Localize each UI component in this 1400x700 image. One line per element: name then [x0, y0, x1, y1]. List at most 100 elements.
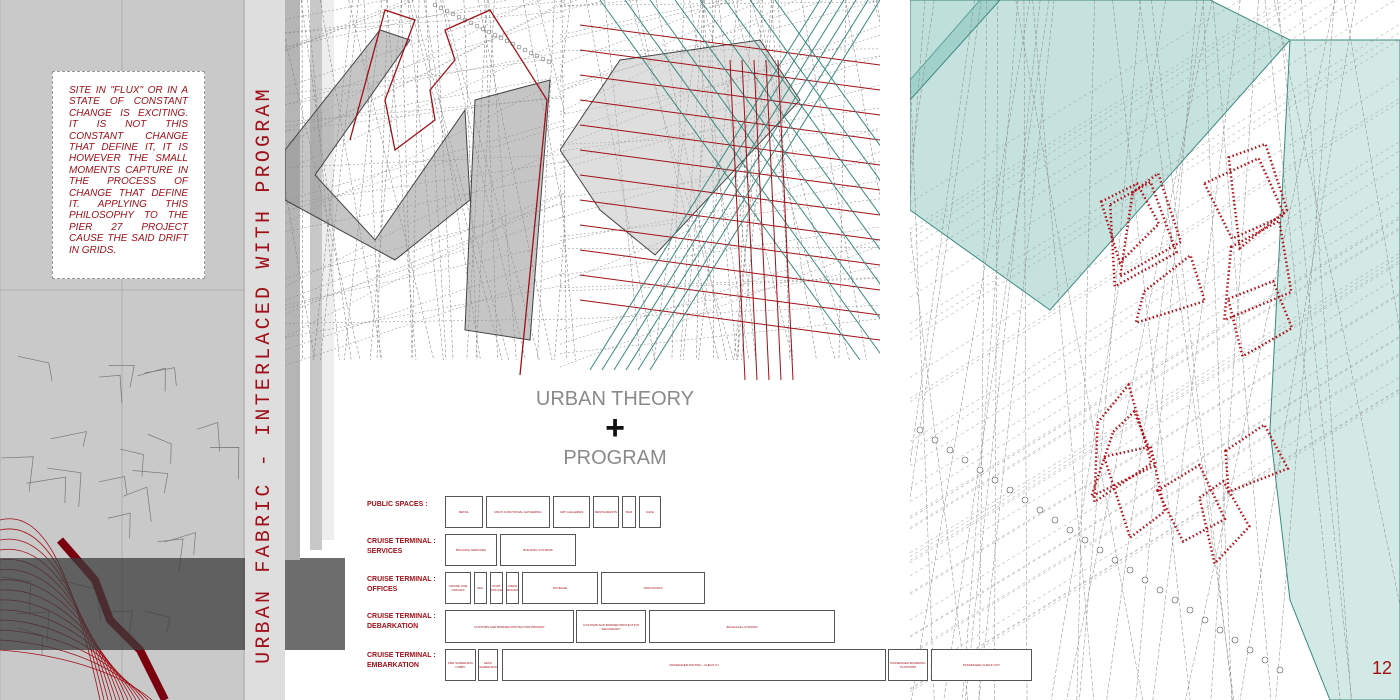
grid-line — [1023, 0, 1028, 700]
grid-line — [943, 0, 1050, 700]
program-row-label: CRUISE TERMINAL : OFFICES — [367, 576, 436, 593]
grid-line — [560, 0, 608, 12]
street-block — [1, 456, 34, 492]
grid-line — [1203, 0, 1233, 700]
teal-grid-line — [589, 0, 821, 371]
grid-marker — [1051, 516, 1059, 524]
grid-marker — [1021, 496, 1029, 504]
grid-line — [554, 219, 565, 361]
program-box: MULTI FUNCTIONAL GATHERING — [486, 496, 550, 528]
grid-line — [585, 0, 655, 361]
grid-line — [560, 0, 797, 113]
program-box: BUILDING SERVICES — [445, 534, 497, 566]
grid-marker — [528, 50, 534, 56]
grid-line — [1152, 0, 1241, 700]
street-block — [197, 421, 221, 452]
red-dotted-volume — [1134, 253, 1207, 325]
street-block — [108, 365, 135, 388]
grid-line — [477, 0, 553, 361]
program-box: CAFE — [639, 496, 661, 528]
contour-line — [0, 518, 101, 700]
grid-line — [560, 318, 880, 354]
program-box: BUILDING SYSTEMS — [500, 534, 576, 566]
grid-line — [560, 151, 880, 284]
red-dotted-volume — [1224, 422, 1290, 494]
program-box: RETAIL — [445, 496, 483, 528]
red-dotted-volume — [1092, 382, 1153, 505]
grid-marker — [946, 446, 954, 454]
grid-marker — [510, 41, 516, 47]
street-block — [123, 486, 152, 522]
grid-marker — [504, 38, 510, 44]
grid-line — [285, 0, 565, 33]
program-box: PROVISIONS — [601, 572, 705, 604]
building-mass — [560, 39, 801, 256]
grid-line — [910, 0, 926, 204]
grid-line — [978, 0, 988, 700]
grid-drawing-1 — [285, 0, 565, 376]
program-box: PASSENGER CHECK OUT — [931, 649, 1032, 681]
grid-line — [1015, 0, 1143, 700]
grid-marker — [931, 436, 939, 444]
street-block — [137, 367, 166, 392]
teal-grid-line — [637, 0, 869, 371]
grid-line — [910, 0, 982, 501]
grid-marker — [1201, 616, 1209, 624]
building-mass — [464, 79, 551, 341]
street-block — [47, 467, 82, 507]
street-block — [99, 374, 123, 404]
red-grid-line — [777, 59, 794, 380]
grid-line — [285, 95, 565, 132]
program-box: STORAGE — [522, 572, 598, 604]
grid-line — [1032, 0, 1095, 700]
grid-marker — [961, 456, 969, 464]
red-dotted-volume — [1089, 409, 1158, 499]
grid-line — [522, 0, 565, 224]
grid-line — [1212, 0, 1272, 700]
grid-line — [560, 0, 578, 7]
street-block — [120, 448, 144, 477]
red-dotted-volume — [1102, 445, 1167, 540]
grid-marker — [1126, 566, 1134, 574]
program-box: PRE SCREENING LOBBY — [445, 649, 476, 681]
grid-marker — [486, 29, 492, 35]
grid-marker — [1141, 576, 1149, 584]
program-box: SEC. — [474, 572, 487, 604]
grid-marker — [1096, 546, 1104, 554]
plus-sign: + — [605, 409, 625, 447]
red-dotted-volume — [1108, 180, 1179, 289]
grid-line — [560, 127, 880, 218]
title-strip — [245, 0, 285, 700]
red-dotted-volume — [1155, 463, 1227, 544]
grid-line — [285, 51, 565, 106]
red-dotted-volume — [1227, 142, 1289, 251]
grid-marker — [438, 5, 444, 11]
grid-line — [320, 0, 383, 361]
red-grid-line — [765, 59, 782, 380]
grid-drawing-2 — [560, 0, 880, 380]
program-box: BAGGAGE LAYDOWN — [649, 610, 835, 643]
street-block — [147, 433, 172, 464]
grid-line — [285, 0, 388, 20]
street-block — [17, 355, 53, 381]
grid-marker — [916, 426, 924, 434]
grid-line — [801, 0, 867, 361]
grid-marker — [1261, 656, 1269, 664]
grid-marker — [1216, 626, 1224, 634]
grid-marker — [1171, 596, 1179, 604]
grid-line — [560, 226, 880, 276]
grid-marker — [991, 476, 999, 484]
building-mass — [285, 29, 471, 261]
grid-line — [285, 0, 416, 52]
program-row-label: CRUISE TERMINAL : SERVICES — [367, 538, 436, 555]
program-row-label: CRUISE TERMINAL : EMBARKATION — [367, 652, 436, 669]
teal-grid-line — [601, 0, 833, 371]
grid-line — [537, 0, 565, 116]
grid-line — [838, 0, 847, 361]
red-grid-line — [579, 224, 880, 266]
grid-marker — [1081, 536, 1089, 544]
quote-box: SITE IN "FLUX" OR IN A STATE OF CONSTANT… — [52, 71, 205, 279]
red-grid-line — [579, 24, 880, 66]
grid-marker — [540, 56, 546, 62]
teal-grid-line — [699, 0, 880, 251]
